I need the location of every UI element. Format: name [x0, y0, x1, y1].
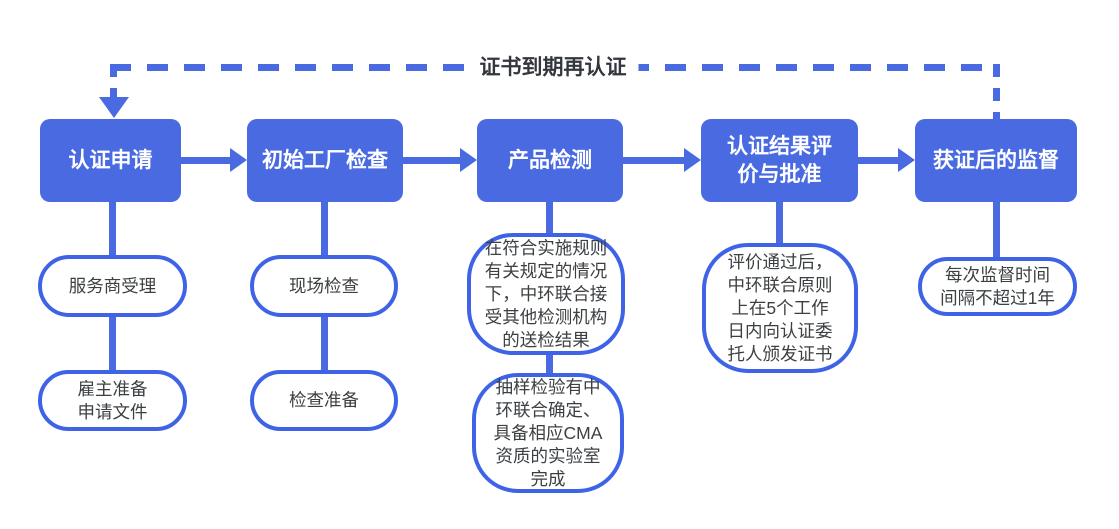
connector-col4-a	[776, 202, 783, 245]
arrow-right-icon	[898, 148, 915, 172]
connector-col1-b	[109, 316, 116, 372]
connector-col3-a	[546, 202, 553, 235]
connector-col3-b	[546, 353, 553, 375]
connector-col2-b	[321, 316, 328, 372]
arrow-down-icon	[99, 97, 129, 118]
flow-arrow-3	[623, 148, 701, 172]
flow-arrow-2	[403, 148, 477, 172]
arrow-right-icon	[230, 148, 247, 172]
stage-box-certification-application: 认证申请	[40, 119, 181, 202]
detail-pill-accept-other-lab-results: 在符合实施规则 有关规定的情况 下，中环联合接 受其他检测机构 的送检结果	[467, 233, 625, 355]
connector-col2-a	[321, 202, 328, 256]
detail-pill-certificate-issuance-5-days: 评价通过后， 中环联合原则 上在5个工作 日内向认证委 托人颁发证书	[702, 243, 858, 373]
connector-col5-a	[993, 202, 1000, 259]
detail-pill-inspection-preparation: 检查准备	[250, 370, 398, 431]
flow-arrow-1	[181, 148, 247, 172]
stage-box-product-testing: 产品检测	[477, 119, 623, 202]
detail-pill-service-provider-acceptance: 服务商受理	[38, 255, 187, 317]
detail-pill-supervision-interval: 每次监督时间 间隔不超过1年	[918, 257, 1077, 316]
flow-arrow-4	[858, 148, 915, 172]
stage-box-post-certification-supervision: 获证后的监督	[915, 119, 1077, 202]
detail-pill-sampling-cma-lab: 抽样检验有中 环联合确定、 具备相应CMA 资质的实验室 完成	[472, 373, 624, 493]
recert-loop-label: 证书到期再认证	[467, 53, 639, 83]
arrow-right-icon	[684, 148, 701, 172]
detail-pill-employer-prepares-documents: 雇主准备 申请文件	[38, 370, 187, 431]
recert-loop-right-segment	[993, 64, 1000, 120]
arrow-right-icon	[460, 148, 477, 172]
connector-col1-a	[109, 202, 116, 256]
stage-box-initial-factory-inspection: 初始工厂检查	[247, 119, 403, 202]
stage-box-result-evaluation-approval: 认证结果评 价与批准	[701, 119, 858, 202]
detail-pill-onsite-inspection: 现场检查	[250, 255, 398, 317]
recert-loop-left-segment	[110, 64, 117, 98]
